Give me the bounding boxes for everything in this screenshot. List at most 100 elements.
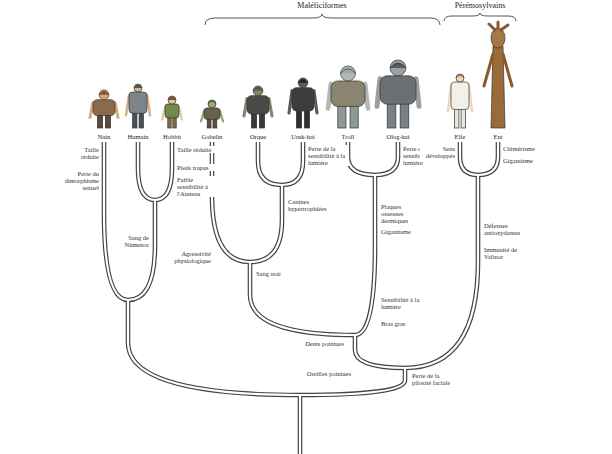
clade-bracket	[205, 14, 440, 25]
figure-part	[484, 22, 512, 86]
trait-label: Gigantisme	[380, 228, 420, 235]
figure-part	[204, 108, 220, 119]
species-name: Humain	[118, 133, 158, 140]
figure-part	[380, 76, 416, 104]
trait-label: Sang noir	[255, 270, 289, 277]
figure-part	[162, 107, 165, 120]
tree-branch	[128, 300, 300, 395]
tree-branch	[348, 142, 375, 175]
tree-branch	[282, 142, 303, 185]
trait-label: Perte de la sensibilité à la lumière	[307, 145, 349, 166]
tree-branch	[300, 368, 405, 395]
species-name: Uruk-hai	[283, 133, 323, 140]
tree-branch	[355, 175, 375, 335]
tree-branch	[460, 142, 478, 175]
figure-part	[451, 82, 469, 109]
figure-part	[253, 86, 263, 96]
figure-part	[289, 91, 292, 113]
figure-part	[115, 103, 118, 118]
figure-part	[456, 74, 464, 82]
species-name: Troll	[328, 133, 368, 140]
tree-branch	[478, 142, 498, 175]
trait-label: Chimérisme	[502, 145, 542, 152]
tree-branch	[355, 335, 405, 368]
tree-branch	[155, 142, 172, 200]
trait-label: Perte du dimorphisme sexuel	[62, 170, 100, 191]
trait-label: Sens développés	[420, 145, 456, 159]
tree-branch	[128, 200, 155, 300]
figure-part	[298, 79, 308, 82]
tree-branch	[250, 262, 355, 335]
trait-label: Taille réduite	[66, 146, 100, 160]
clade-title: Maléficiformes	[282, 2, 362, 11]
figure-part	[328, 84, 331, 108]
tree-branch	[299, 395, 301, 454]
phylogenetic-tree	[104, 142, 498, 454]
figure-part	[147, 95, 150, 115]
trait-label: Sang de Númenor	[116, 234, 150, 248]
tree-branch	[460, 142, 478, 175]
figure-part	[314, 91, 317, 113]
tree-branch	[104, 142, 128, 300]
figure-part	[99, 90, 109, 100]
trait-label: Taille réduite	[176, 146, 216, 153]
tree-branch	[300, 368, 405, 395]
clade-bracket	[444, 13, 516, 21]
figure-part	[491, 28, 505, 48]
tree-branch	[155, 142, 172, 200]
tree-branch	[258, 142, 282, 185]
figure-part	[298, 78, 308, 88]
figure-part	[99, 91, 109, 94]
figure-part	[90, 103, 93, 118]
tree-branch	[104, 142, 128, 300]
trait-label: Sensibilité à la lumière	[380, 296, 424, 310]
trait-label: Immunité de Valinor	[483, 246, 527, 260]
figure-part	[292, 88, 314, 111]
tree-branch	[282, 142, 303, 185]
trait-label: Canines hypertrophiées	[287, 198, 331, 212]
tree-branch	[355, 335, 405, 368]
figure-part	[448, 85, 451, 111]
tree-branch	[250, 185, 282, 262]
trait-label: Perte de la pilosité faciale	[411, 372, 453, 386]
figure-part	[377, 79, 380, 106]
tree-branch	[348, 142, 375, 175]
tree-branch	[478, 142, 498, 175]
tree-branch	[138, 142, 155, 200]
trait-label: Oreilles pointues	[300, 370, 352, 377]
tree-branch	[128, 300, 300, 395]
figure-part	[220, 111, 223, 121]
species-name: Gobelin	[192, 133, 232, 140]
trait-label: Agressivité physiologique	[170, 250, 212, 264]
figure-part	[456, 75, 464, 78]
figure-part	[416, 79, 419, 106]
figure-part	[201, 111, 204, 121]
figure-part	[134, 84, 142, 92]
figure-part	[365, 84, 368, 108]
tree-branch	[250, 185, 282, 262]
figure-part	[390, 60, 406, 76]
species-figures	[90, 22, 512, 128]
species-name: Ent	[480, 133, 516, 140]
trait-label: Bras gras	[380, 320, 416, 327]
trait-label: Gigantisme	[502, 157, 542, 164]
figure-part	[247, 96, 269, 114]
tree-branch	[138, 142, 155, 200]
figure-part	[126, 95, 129, 115]
species-name: Olog-hai	[378, 133, 418, 140]
tree-branch	[375, 142, 398, 175]
figure-part	[469, 85, 472, 111]
tree-branch	[212, 142, 250, 262]
figure-part	[134, 85, 142, 88]
trait-label: Défenses antioxydantes	[483, 222, 527, 236]
trait-label: Dents pointues	[295, 340, 345, 347]
tree-branch	[355, 175, 375, 335]
trait-label: Faible sensibilité à l'Anneau	[176, 176, 216, 197]
figure-part	[390, 63, 406, 68]
tree-branch	[258, 142, 282, 185]
figure-part	[244, 99, 247, 116]
figure-part	[341, 69, 356, 74]
figure-part	[269, 99, 272, 116]
trait-label: Pieds trapus	[176, 164, 218, 171]
tree-branch	[250, 262, 355, 335]
